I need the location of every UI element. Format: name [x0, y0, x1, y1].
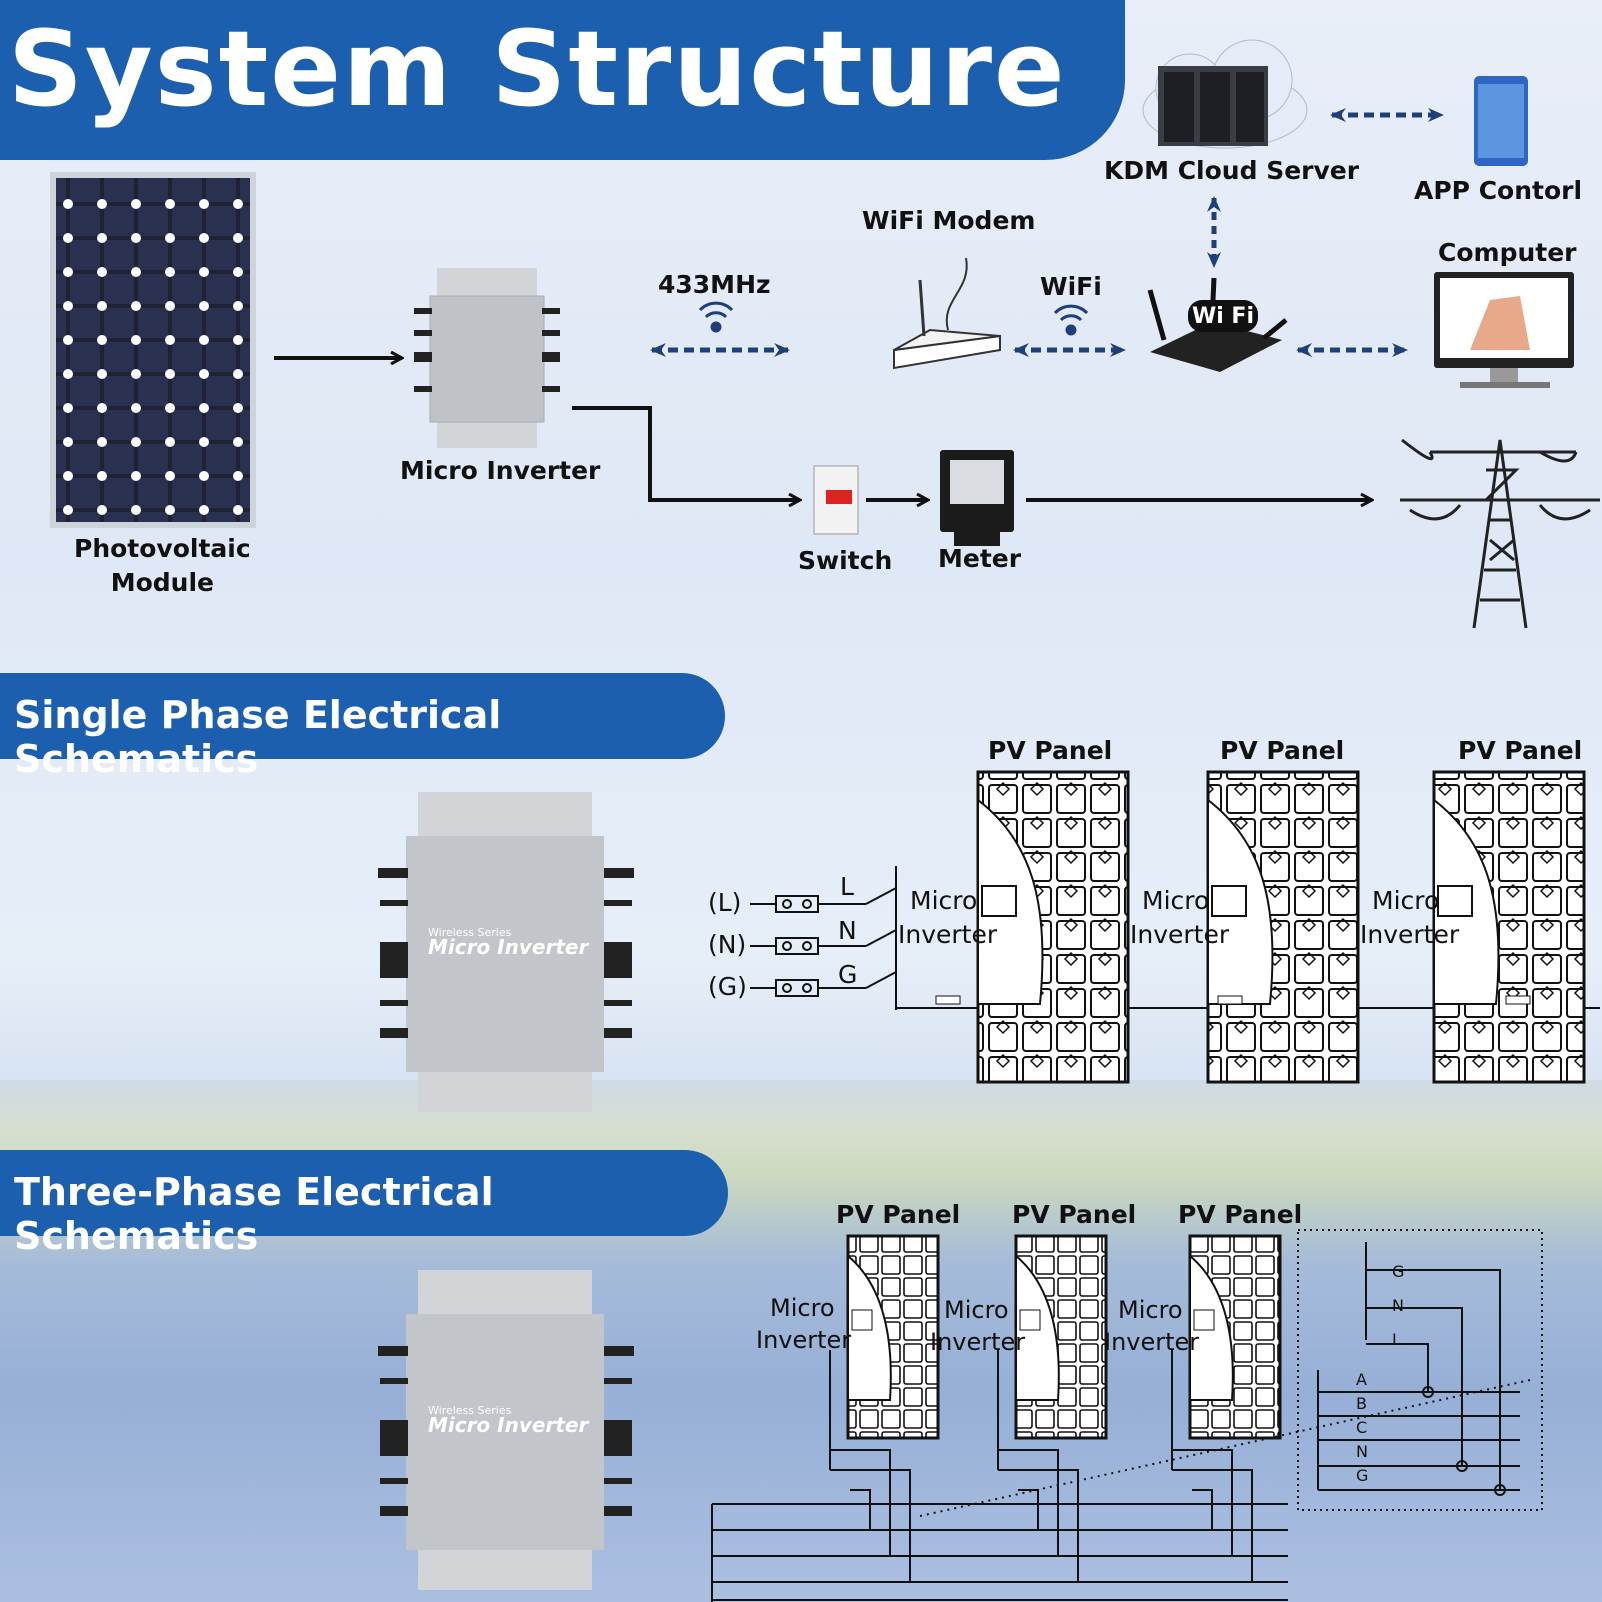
pv-panel-sp-2 — [1206, 770, 1360, 1084]
label-pv-panel-sp-2: PV Panel — [1220, 736, 1345, 765]
label-wifi: WiFi — [1040, 272, 1102, 301]
grid-label-l: L — [1392, 1330, 1401, 1349]
label-sp-micro-2a: Micro — [1142, 886, 1210, 915]
label-meter: Meter — [938, 544, 1022, 573]
label-tp-micro-1a: Micro — [770, 1294, 835, 1322]
pv-panel-tp-3 — [1188, 1234, 1282, 1440]
label-pv-panel-sp-3: PV Panel — [1458, 736, 1583, 765]
wifi-signal-icon-433 — [698, 301, 734, 333]
label-tp-micro-2b: Inverter — [930, 1328, 1026, 1356]
power-tower-image — [1400, 438, 1600, 629]
terminal-label-l: (L) — [708, 888, 742, 917]
label-sp-micro-2b: Inverter — [1130, 920, 1230, 949]
bus-label-b: B — [1356, 1394, 1367, 1413]
pv-panel-tp-1 — [846, 1234, 940, 1440]
label-wifi-modem: WiFi Modem — [862, 206, 1036, 235]
three-phase-title: Three-Phase Electrical Schematics — [14, 1170, 494, 1258]
router-badge-text: Wi Fi — [1192, 304, 1254, 329]
pv-module-image — [50, 172, 256, 528]
pv-panel-sp-3 — [1432, 770, 1586, 1084]
terminal-label-n: (N) — [708, 930, 747, 959]
device-small-2: Wireless Series — [428, 1404, 512, 1417]
terminal-label-g: (G) — [708, 972, 747, 1001]
label-sp-micro-3b: Inverter — [1360, 920, 1460, 949]
device-text-2: Micro Inverter — [428, 1413, 589, 1437]
arrow-inverter-to-switch — [572, 406, 800, 500]
pv-panel-tp-2 — [1014, 1234, 1108, 1440]
label-433mhz: 433MHz — [658, 270, 771, 299]
label-tp-micro-1b: Inverter — [756, 1326, 852, 1354]
label-sp-micro-1b: Inverter — [898, 920, 998, 949]
label-micro-inverter: Micro Inverter — [400, 456, 601, 485]
label-computer: Computer — [1438, 238, 1577, 267]
title-banner: System Structure — [0, 0, 1125, 160]
wifi-signal-icon — [1053, 304, 1089, 336]
bus-label-g: G — [1356, 1466, 1369, 1485]
label-sp-micro-1a: Micro — [910, 886, 978, 915]
grid-label-n: N — [1392, 1296, 1404, 1315]
label-pv-panel-sp-1: PV Panel — [988, 736, 1113, 765]
label-tp-micro-2a: Micro — [944, 1296, 1009, 1324]
label-app-control: APP Contorl — [1414, 176, 1583, 205]
meter-image — [940, 450, 1014, 546]
line-label-g: G — [838, 960, 858, 989]
label-cloud-server: KDM Cloud Server — [1104, 156, 1360, 185]
wifi-router-image — [1147, 277, 1288, 372]
line-label-l: L — [840, 872, 854, 901]
micro-inverter-image — [414, 268, 560, 448]
wifi-modem-image — [893, 257, 1001, 370]
micro-inverter-large-1 — [378, 792, 634, 1112]
cloud-server-image — [1142, 39, 1308, 149]
page-title: System Structure — [8, 8, 1067, 130]
line-label-n: N — [838, 916, 857, 945]
label-tp-micro-3a: Micro — [1118, 1296, 1183, 1324]
switch-image — [813, 465, 859, 535]
grid-connection-box — [1297, 1229, 1543, 1511]
three-phase-bus — [711, 1350, 1531, 1602]
computer-image — [1434, 272, 1574, 388]
single-phase-banner: Single Phase Electrical Schematics — [0, 673, 725, 781]
device-text-1: Micro Inverter — [428, 935, 589, 959]
single-phase-title: Single Phase Electrical Schematics — [14, 693, 502, 781]
label-pv-module: Photovoltaic Module — [74, 534, 251, 597]
label-pv-panel-tp-3: PV Panel — [1178, 1200, 1303, 1229]
micro-inverter-large-2 — [378, 1270, 634, 1590]
device-small-1: Wireless Series — [428, 926, 512, 939]
pv-panel-sp-1 — [935, 770, 1130, 1084]
bus-label-n: N — [1356, 1442, 1368, 1461]
bus-label-a: A — [1356, 1370, 1367, 1389]
label-switch: Switch — [798, 546, 893, 575]
label-pv-panel-tp-2: PV Panel — [1012, 1200, 1137, 1229]
bus-label-c: C — [1356, 1418, 1368, 1437]
label-sp-micro-3a: Micro — [1372, 886, 1440, 915]
label-tp-micro-3b: Inverter — [1104, 1328, 1200, 1356]
grid-label-g: G — [1392, 1262, 1405, 1281]
phone-image — [1474, 76, 1528, 166]
label-pv-panel-tp-1: PV Panel — [836, 1200, 961, 1229]
three-phase-banner: Three-Phase Electrical Schematics — [0, 1150, 728, 1258]
